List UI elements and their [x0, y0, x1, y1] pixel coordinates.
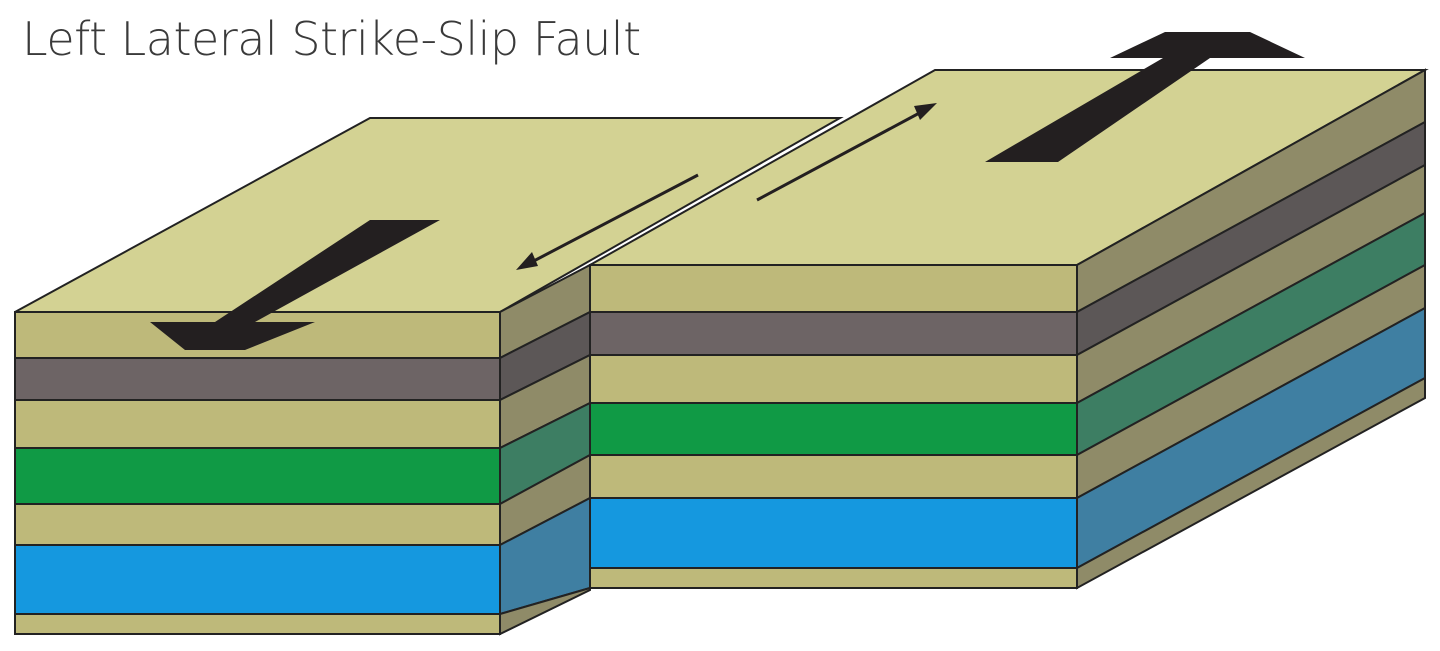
right-side-tan-4 [1076, 376, 1426, 590]
right-front-tan-3 [589, 454, 1078, 499]
left-front-tan-4 [14, 613, 501, 635]
right-front-green [589, 402, 1078, 456]
right-block [586, 68, 1429, 590]
thin-arrow-down-left-icon [516, 173, 699, 270]
large-arrow-down-left-icon [150, 220, 440, 350]
left-front-tan-3 [14, 503, 501, 546]
diagram-title: Left Lateral Strike-Slip Fault [22, 12, 641, 66]
large-arrow-up-right-icon [985, 32, 1305, 162]
left-block-front-layers [14, 311, 501, 635]
right-block-front-layers [589, 264, 1078, 589]
left-block-fault-face [499, 263, 591, 636]
right-front-tan-2 [589, 354, 1078, 404]
right-block-side-layers [1076, 68, 1426, 590]
left-front-tan-2 [14, 399, 501, 449]
right-front-blue [589, 497, 1078, 569]
right-front-tan-1 [589, 264, 1078, 313]
right-front-tan-4 [589, 567, 1078, 589]
left-front-gray [14, 357, 501, 401]
right-front-gray [589, 311, 1078, 356]
left-front-blue [14, 544, 501, 615]
left-block [14, 117, 844, 636]
left-front-green [14, 447, 501, 505]
thin-arrow-up-right-icon [756, 103, 937, 202]
